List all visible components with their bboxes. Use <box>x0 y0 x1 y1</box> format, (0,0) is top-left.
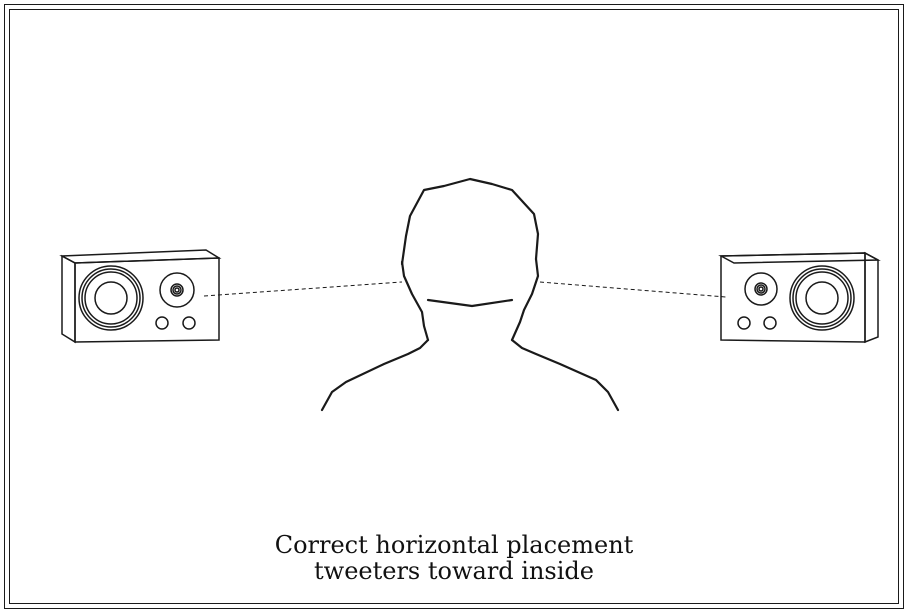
outer-border <box>4 4 904 609</box>
left-speaker-front <box>74 257 220 343</box>
right-tweeter <box>744 272 778 306</box>
left-speaker <box>59 249 222 344</box>
right-shoulder-outline <box>510 338 620 412</box>
head-top-outline <box>400 177 540 266</box>
left-knob-1 <box>155 316 169 330</box>
listener-outline <box>320 177 620 412</box>
inner-border <box>9 9 899 604</box>
right-speaker-front <box>720 252 866 343</box>
left-shoulder-outline <box>320 338 430 412</box>
caption-line-2: tweeters toward inside <box>314 557 594 585</box>
left-jaw-outline <box>400 260 430 342</box>
diagram-canvas <box>4 4 904 609</box>
left-speaker-side <box>61 254 76 344</box>
right-knob-2 <box>763 316 777 330</box>
right-knob-1 <box>737 316 751 330</box>
right-sight-line <box>539 281 727 298</box>
right-woofer <box>789 265 855 331</box>
left-knob-2 <box>182 316 196 330</box>
left-tweeter <box>159 272 195 308</box>
caption-line-1: Correct horizontal placement <box>274 531 634 559</box>
left-sight-line <box>203 281 403 297</box>
right-speaker <box>718 251 881 344</box>
right-jaw-outline <box>510 257 540 342</box>
right-speaker-side <box>864 251 879 344</box>
diagram-frame: Correct horizontal placement tweeters to… <box>4 4 904 609</box>
chin-outline <box>426 298 514 308</box>
left-woofer <box>78 265 144 331</box>
